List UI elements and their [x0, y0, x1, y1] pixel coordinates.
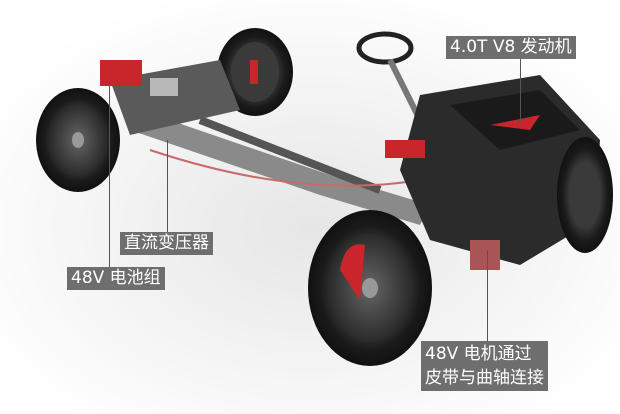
dc-converter — [150, 78, 178, 96]
engine-leader-line — [520, 54, 521, 124]
rear-right-wheel — [217, 28, 293, 116]
steering-column — [387, 58, 423, 122]
front-right-wheel — [557, 137, 613, 253]
front-left-wheel — [308, 210, 432, 366]
drive-shaft — [130, 110, 430, 225]
rear-left-wheel — [36, 88, 120, 192]
battery-label: 48V 电池组 — [67, 267, 165, 290]
battery-pack — [100, 60, 142, 86]
wiring-harness — [149, 149, 421, 187]
dc-converter-label: 直流变压器 — [120, 232, 213, 255]
steering-wheel — [356, 31, 414, 65]
motor-label: 48V 电机通过 皮带与曲轴连接 — [421, 341, 548, 391]
motor-leader-line — [487, 250, 488, 342]
motor-label-line1: 48V 电机通过 — [425, 344, 532, 364]
engine-label: 4.0T V8 发动机 — [446, 36, 576, 59]
dc-converter-leader-line — [167, 140, 168, 232]
belt-starter-generator — [470, 240, 500, 270]
motor-label-line2: 皮带与曲轴连接 — [425, 368, 544, 388]
battery-leader-line — [109, 75, 110, 267]
engine-cover-accent — [490, 115, 540, 130]
rear-subframe — [110, 60, 240, 135]
exhaust-pipe — [198, 116, 382, 194]
engine-red-component — [385, 140, 425, 158]
